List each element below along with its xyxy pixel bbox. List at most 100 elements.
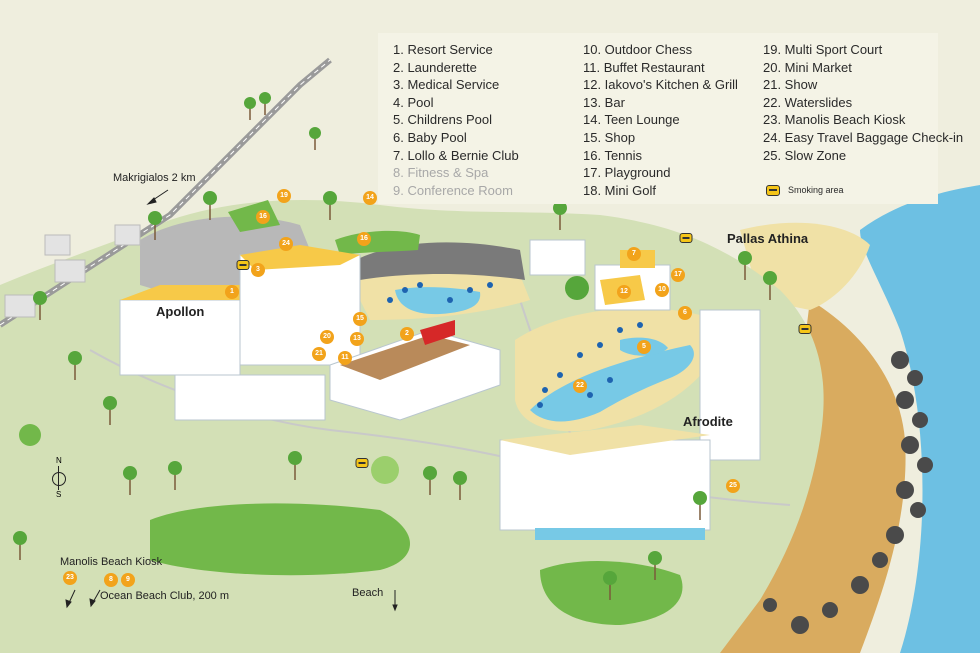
pin-8[interactable]: 8 xyxy=(104,573,118,587)
map-legend: 1. Resort Service 2. Launderette 3. Medi… xyxy=(378,33,963,204)
smoking-area-key: Smoking area xyxy=(766,185,844,197)
label-pallas-athina: Pallas Athina xyxy=(727,231,809,246)
pin-17[interactable]: 17 xyxy=(671,268,685,282)
pin-14[interactable]: 14 xyxy=(363,191,377,205)
pallas-block-2 xyxy=(699,309,761,461)
pin-1[interactable]: 1 xyxy=(225,285,239,299)
smoking-area-marker xyxy=(798,324,812,334)
pin-13[interactable]: 13 xyxy=(350,332,364,346)
bush-1 xyxy=(371,456,399,484)
legend-item: 16. Tennis xyxy=(583,147,643,163)
compass-south: S xyxy=(56,490,62,499)
label-ocean-club: Ocean Beach Club, 200 m xyxy=(100,590,230,602)
legend-item: 11. Buffet Restaurant xyxy=(583,59,705,75)
afrodite-pool xyxy=(530,345,694,422)
pin-16-tennis[interactable]: 16 xyxy=(357,232,371,246)
beach-sand xyxy=(700,300,906,653)
pin-25[interactable]: 25 xyxy=(726,479,740,493)
pin-16[interactable]: 16 xyxy=(256,210,270,224)
compass-ring xyxy=(52,472,66,486)
legend-item: 18. Mini Golf xyxy=(583,182,656,198)
legend-item: 2. Launderette xyxy=(393,59,477,75)
legend-column-1: 1. Resort Service 2. Launderette 3. Medi… xyxy=(393,41,519,199)
legend-item: 17. Playground xyxy=(583,165,671,181)
pin-9[interactable]: 9 xyxy=(121,573,135,587)
pin-21[interactable]: 21 xyxy=(312,347,326,361)
apollon-wing-roof xyxy=(240,245,360,270)
house-1 xyxy=(44,234,71,256)
launderette-roof xyxy=(420,320,455,345)
label-afrodite: Afrodite xyxy=(683,414,733,429)
legend-item: 7. Lollo & Bernie Club xyxy=(393,147,519,163)
afrodite-pools xyxy=(535,528,705,540)
pin-24[interactable]: 24 xyxy=(279,237,293,251)
palm-crowns xyxy=(13,92,777,585)
smoking-area-marker xyxy=(679,233,693,243)
pin-3[interactable]: 3 xyxy=(251,263,265,277)
house-4 xyxy=(4,294,36,318)
legend-item: 9. Conference Room xyxy=(393,182,513,198)
bush-2 xyxy=(19,424,41,446)
compass: N S xyxy=(50,456,70,500)
apollon-annex xyxy=(174,374,326,421)
legend-item: 20. Mini Market xyxy=(763,59,852,75)
lawn-south xyxy=(150,503,410,576)
umbrellas xyxy=(387,282,643,408)
compass-needle xyxy=(58,466,59,490)
pin-5[interactable]: 5 xyxy=(637,340,651,354)
pin-23[interactable]: 23 xyxy=(63,571,77,585)
smoking-area-label: Smoking area xyxy=(788,185,844,195)
legend-item: 12. Iakovo's Kitchen & Grill xyxy=(583,77,738,93)
legend-item: 24. Easy Travel Baggage Check-in xyxy=(763,129,964,145)
restaurant-terrace xyxy=(340,335,470,380)
pin-20[interactable]: 20 xyxy=(320,330,334,344)
legend-item: 19. Multi Sport Court xyxy=(763,42,883,57)
label-manolis-kiosk: Manolis Beach Kiosk xyxy=(60,556,163,568)
legend-item: 15. Shop xyxy=(583,129,636,145)
legend-item: 25. Slow Zone xyxy=(763,147,847,163)
house-2 xyxy=(54,259,86,283)
sport-court xyxy=(228,200,280,232)
legend-item: 1. Resort Service xyxy=(393,42,493,57)
label-makrigialos: Makrigialos 2 km xyxy=(113,172,196,184)
pin-19[interactable]: 19 xyxy=(277,189,291,203)
legend-item: 22. Waterslides xyxy=(763,94,853,110)
afrodite-building xyxy=(499,439,711,531)
pallas-block-1 xyxy=(529,239,586,276)
legend-item: 10. Outdoor Chess xyxy=(583,42,693,57)
house-3 xyxy=(114,224,141,246)
pin-15[interactable]: 15 xyxy=(353,312,367,326)
tennis-court xyxy=(335,230,420,255)
direction-arrows xyxy=(65,189,398,612)
shore-rocks xyxy=(763,351,933,634)
label-beach: Beach xyxy=(352,587,384,599)
pin-22[interactable]: 22 xyxy=(573,379,587,393)
pin-10[interactable]: 10 xyxy=(655,283,669,297)
pin-11[interactable]: 11 xyxy=(338,351,352,365)
pin-12[interactable]: 12 xyxy=(617,285,631,299)
legend-item: 13. Bar xyxy=(583,94,625,110)
legend-item: 4. Pool xyxy=(393,94,434,110)
legend-item: 14. Teen Lounge xyxy=(583,112,680,128)
pin-2[interactable]: 2 xyxy=(400,327,414,341)
legend-column-3: 19. Multi Sport Court 20. Mini Market 21… xyxy=(763,41,963,164)
smoking-area-marker xyxy=(236,260,250,270)
legend-item: 21. Show xyxy=(763,77,818,93)
main-pool xyxy=(395,287,481,315)
compass-north: N xyxy=(56,456,62,465)
legend-column-2: 10. Outdoor Chess 11. Buffet Restaurant … xyxy=(583,41,738,199)
legend-item: 8. Fitness & Spa xyxy=(393,165,489,181)
pin-7[interactable]: 7 xyxy=(627,247,641,261)
road-marking xyxy=(0,59,331,326)
lawn-southeast xyxy=(540,560,683,625)
smoking-area-marker xyxy=(355,458,369,468)
label-apollon: Apollon xyxy=(156,304,205,319)
smoking-area-icon xyxy=(766,185,780,197)
pin-6[interactable]: 6 xyxy=(678,306,692,320)
rock-wall xyxy=(360,242,525,280)
afrodite-roof xyxy=(500,425,710,455)
legend-item: 3. Medical Service xyxy=(393,77,500,93)
apollon-roof xyxy=(120,285,240,300)
legend-item: 23. Manolis Beach Kiosk xyxy=(763,112,906,128)
